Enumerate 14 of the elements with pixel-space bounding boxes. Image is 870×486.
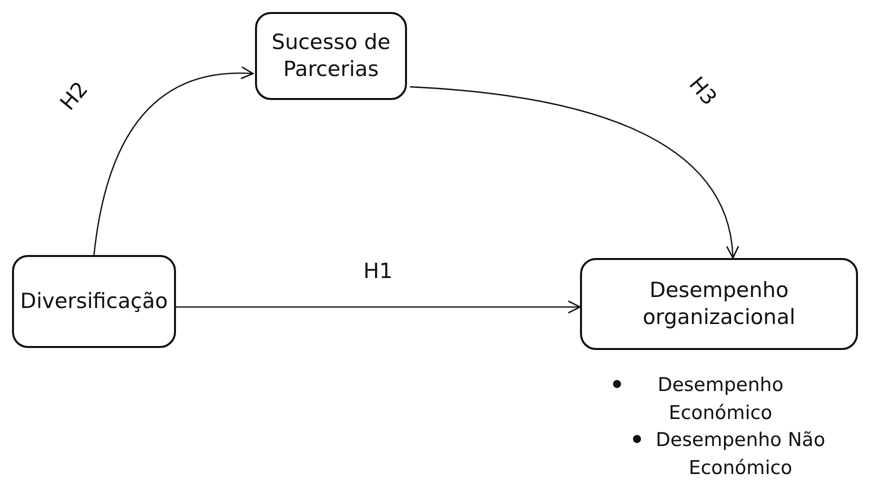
bullet-text: Desempenho Não Económico <box>654 428 826 481</box>
arrow <box>410 86 738 259</box>
node-text: Diversificação <box>20 288 168 315</box>
arrow <box>176 300 581 314</box>
bullet-text: Desempenho Económico <box>656 373 784 426</box>
node-text: Sucesso de Parcerias <box>270 28 392 83</box>
rounded-box <box>12 255 176 348</box>
edge-label: H3 <box>684 72 722 110</box>
edge-label: H2 <box>55 76 93 114</box>
rounded-box <box>580 258 858 350</box>
rounded-box <box>255 12 407 100</box>
arrow <box>93 66 254 256</box>
node-text: Desempenho organizacional <box>642 276 796 331</box>
edge-label: H1 <box>363 259 393 283</box>
